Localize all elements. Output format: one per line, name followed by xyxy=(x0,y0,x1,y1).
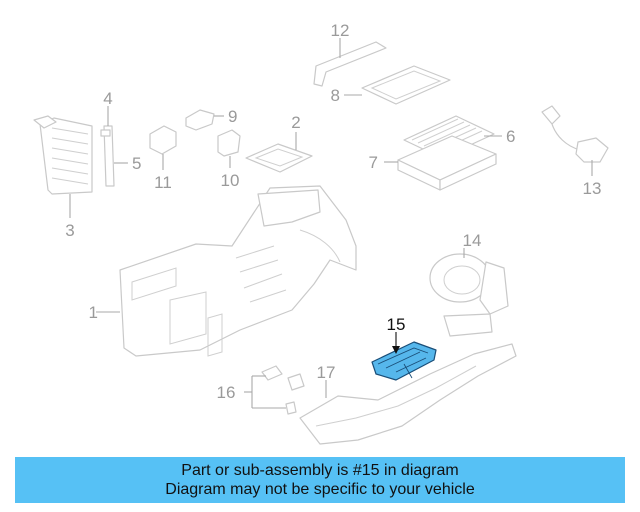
callout-14: 14 xyxy=(463,231,482,250)
info-banner: Part or sub-assembly is #15 in diagram D… xyxy=(15,457,625,503)
callout-3: 3 xyxy=(65,221,74,240)
callout-1: 1 xyxy=(89,303,98,322)
callout-17: 17 xyxy=(317,363,336,382)
part-1-hvac-case xyxy=(96,185,357,357)
callout-12: 12 xyxy=(331,21,350,40)
part-7-filter-housing xyxy=(384,135,497,191)
part-8-filter-frame xyxy=(344,65,451,105)
callout-9: 9 xyxy=(228,107,237,126)
callout-8: 8 xyxy=(331,86,340,105)
banner-line-2: Diagram may not be specific to your vehi… xyxy=(165,481,475,498)
callout-2: 2 xyxy=(291,113,300,132)
part-12-bracket xyxy=(313,38,387,87)
callout-7: 7 xyxy=(369,153,378,172)
part-14-blower-motor xyxy=(429,248,509,337)
callout-4: 4 xyxy=(103,89,112,108)
part-4-5-tube xyxy=(100,106,128,187)
part-13-actuator xyxy=(541,105,609,176)
callout-13: 13 xyxy=(583,179,602,198)
callout-10: 10 xyxy=(221,171,240,190)
callout-6: 6 xyxy=(506,127,515,146)
banner-line-1: Part or sub-assembly is #15 in diagram xyxy=(181,462,459,479)
part-11 xyxy=(149,125,177,170)
callout-15: 15 xyxy=(387,315,406,334)
part-15-highlighted[interactable] xyxy=(371,332,437,381)
callout-16: 16 xyxy=(217,383,236,402)
part-3-heater-core xyxy=(33,115,93,218)
part-16-fasteners xyxy=(244,365,305,415)
parts-diagram: 1 2 3 4 5 6 7 8 9 10 11 12 13 14 15 16 1… xyxy=(33,21,609,445)
part-2-gasket xyxy=(245,132,313,173)
callout-5: 5 xyxy=(132,154,141,173)
part-10 xyxy=(217,129,241,168)
part-17-duct xyxy=(299,343,517,445)
callout-11: 11 xyxy=(154,173,172,192)
part-9 xyxy=(185,109,224,131)
